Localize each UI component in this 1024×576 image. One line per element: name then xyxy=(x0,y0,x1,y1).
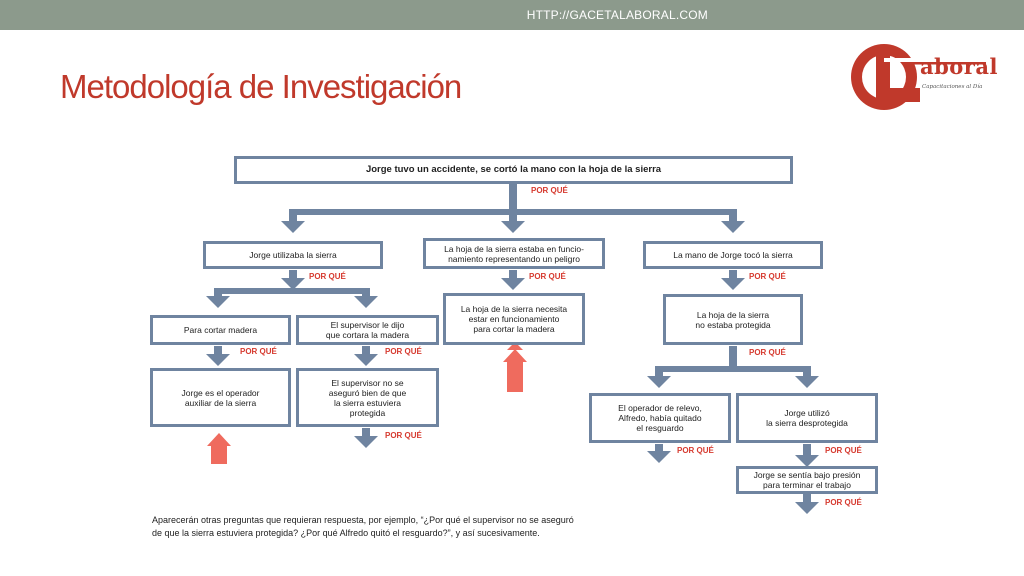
root-box: Jorge tuvo un accidente, se cortó la man… xyxy=(234,156,793,184)
por-que-label: POR QUÉ xyxy=(385,347,422,356)
box-bajo-presion: Jorge se sentía bajo presión para termin… xyxy=(736,466,878,494)
por-que-label: POR QUÉ xyxy=(825,446,862,455)
box-no-protegida: La hoja de la sierra no estaba protegida xyxy=(663,294,803,345)
por-que-label: POR QUÉ xyxy=(825,498,862,507)
website-url[interactable]: HTTP://GACETALABORAL.COM xyxy=(526,8,708,22)
box-operador-relevo: El operador de relevo, Alfredo, había qu… xyxy=(589,393,731,443)
up-arrow-left-tip xyxy=(207,433,231,446)
box-hoja-funcionamiento: La hoja de la sierra estaba en funcio- n… xyxy=(423,238,605,269)
slide-title: Metodología de Investigación xyxy=(60,68,462,105)
box-supervisor-dijo: El supervisor le dijo que cortara la mad… xyxy=(296,315,439,345)
box-hoja-necesita: La hoja de la sierra necesita estar en f… xyxy=(443,293,585,345)
box-jorge-utilizaba: Jorge utilizaba la sierra xyxy=(203,241,383,269)
top-bar: HTTP://GACETALABORAL.COM xyxy=(0,0,1024,30)
up-arrow-center-tip xyxy=(503,349,527,362)
por-que-label: POR QUÉ xyxy=(529,272,566,281)
up-arrows xyxy=(207,342,527,464)
por-que-label: POR QUÉ xyxy=(749,348,786,357)
logo-tagline: Capacitaciones al Día xyxy=(922,84,983,90)
box-cortar-madera: Para cortar madera xyxy=(150,315,291,345)
por-que-label: POR QUÉ xyxy=(240,347,277,356)
por-que-label: POR QUÉ xyxy=(677,446,714,455)
box-mano-toco: La mano de Jorge tocó la sierra xyxy=(643,241,823,269)
footnote-text: Aparecerán otras preguntas que requieran… xyxy=(152,515,574,538)
up-arrow-center-shaft xyxy=(507,360,523,392)
box-sierra-desprotegida: Jorge utilizó la sierra desprotegida xyxy=(736,393,878,443)
por-que-label: POR QUÉ xyxy=(309,272,346,281)
box-operador-auxiliar: Jorge es el operador auxiliar de la sier… xyxy=(150,368,291,427)
por-que-label: POR QUÉ xyxy=(749,272,786,281)
box-supervisor-no-aseguro: El supervisor no se aseguró bien de que … xyxy=(296,368,439,427)
up-arrow-left-shaft xyxy=(211,444,227,464)
por-que-label: POR QUÉ xyxy=(385,431,422,440)
logo-emblem-icon xyxy=(851,44,986,110)
up-arrow-center-head xyxy=(507,342,523,350)
por-que-label: POR QUÉ xyxy=(531,186,568,195)
logo-wordmark: aboral xyxy=(920,54,998,79)
connector-arrows xyxy=(206,183,819,514)
